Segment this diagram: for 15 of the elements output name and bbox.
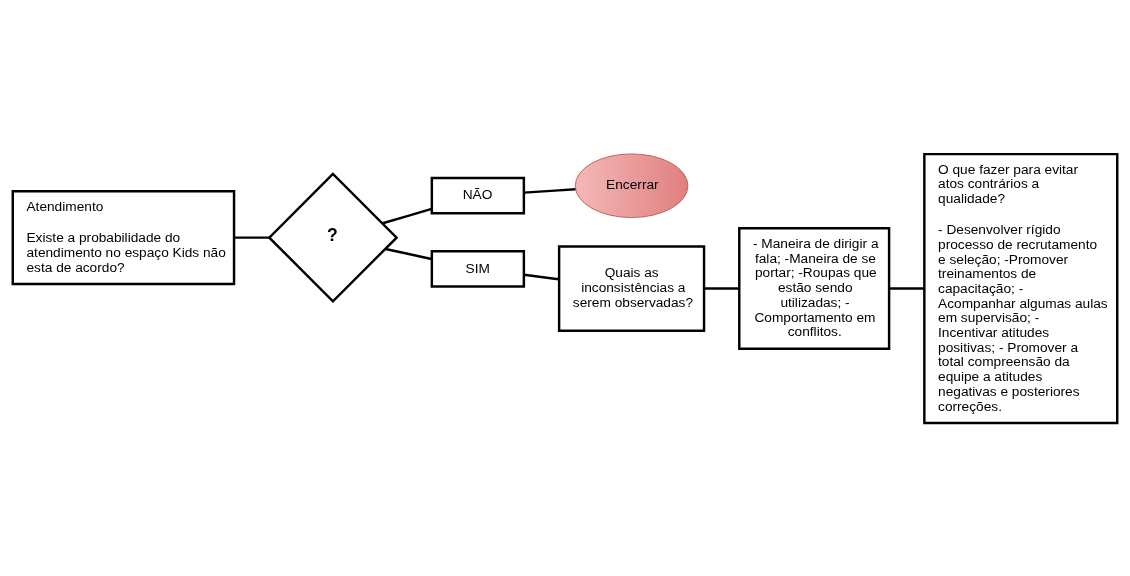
node-box: Atendimento Existe a probabilidade do atendimento no espaço Kids não esta de acordo? (11, 189, 236, 285)
connector (704, 286, 740, 290)
connector (523, 187, 576, 194)
node-box: - Maneira de dirigir a fala; -Maneira de se portar; -Roupas que estão sendo utilizadas; - Comportamento em conflitos. (738, 226, 891, 350)
connector (889, 286, 925, 290)
node-box: SIM (430, 249, 526, 288)
node-diamond: ? (267, 171, 399, 303)
node-box: O que fazer para evitar atos contrários a qualidade? - Desenvolver rígido processo de recrutamento e seleção; -Promover treinamentos de capacitação; - Acompanhar algumas aulas em supervisão; - Incentivar atitudes positivas; - Promover a total compreensão da equipe a atitudes negativas e posteriores correções. (923, 152, 1119, 424)
node-ellipse: Encerrar (574, 152, 689, 218)
node-box: NÃO (430, 176, 526, 214)
connector (382, 207, 432, 224)
connector (523, 273, 560, 280)
connector (234, 235, 270, 239)
connector (385, 247, 432, 260)
node-box: Quais as inconsistências a serem observadas? (557, 244, 706, 332)
